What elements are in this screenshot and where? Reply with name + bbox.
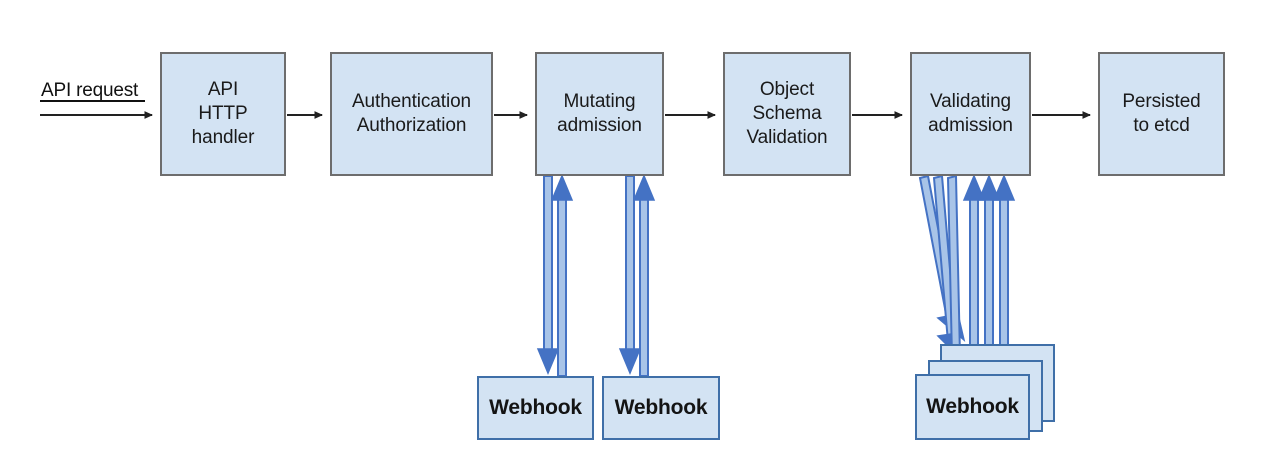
webhook-box-label: Webhook [926, 395, 1019, 418]
pipeline-box-object-schema-validation[interactable]: Object Schema Validation [723, 52, 851, 176]
pipeline-box-api-http-handler[interactable]: API HTTP handler [160, 52, 286, 176]
pipeline-box-label: Mutating admission [557, 90, 642, 136]
webhook-box-label: Webhook [614, 396, 708, 419]
pipeline-box-label: Persisted to etcd [1122, 90, 1201, 136]
webhook-box-label: Webhook [489, 396, 582, 419]
pipeline-box-label: Object Schema Validation [746, 78, 828, 149]
pipeline-box-authn-authz[interactable]: Authentication Authorization [330, 52, 493, 176]
webhook-response-mutating-1 [550, 174, 574, 377]
webhook-box-mutating-2[interactable]: Webhook [602, 376, 720, 440]
pipeline-box-validating-admission[interactable]: Validating admission [910, 52, 1031, 176]
webhook-call-validating-1 [918, 174, 966, 343]
pipeline-box-label: Authentication Authorization [351, 90, 472, 136]
webhook-call-mutating-1 [536, 175, 560, 375]
pipeline-box-label: API HTTP handler [191, 78, 255, 149]
webhook-box-mutating-1[interactable]: Webhook [477, 376, 594, 440]
webhook-box-validating-stack[interactable]: Webhook [915, 374, 1030, 440]
pipeline-box-persisted-to-etcd[interactable]: Persisted to etcd [1098, 52, 1225, 176]
connector-api-request [40, 100, 153, 119]
api-request-label: API request [41, 80, 139, 101]
webhook-call-validating-2 [932, 174, 964, 363]
pipeline-box-mutating-admission[interactable]: Mutating admission [535, 52, 664, 176]
webhook-response-mutating-2 [632, 174, 656, 377]
webhook-call-mutating-2 [618, 175, 642, 375]
pipeline-box-label: Validating admission [928, 90, 1013, 136]
